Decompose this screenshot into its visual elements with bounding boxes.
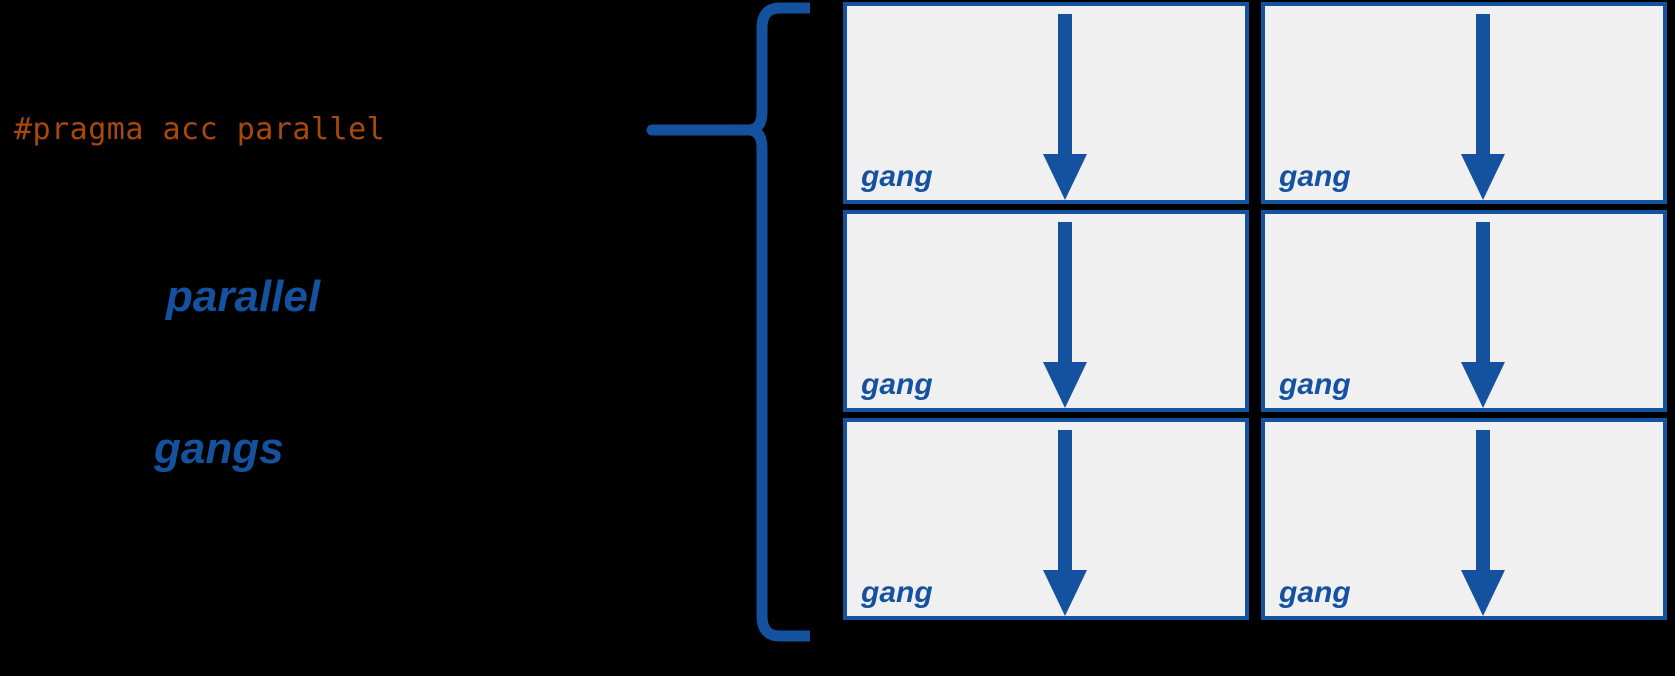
gangs-keyword-label: gangs <box>154 424 284 473</box>
gang-label: gang <box>861 576 933 609</box>
down-arrow-icon <box>1043 430 1087 616</box>
gang-grid: gang gang gang gang gang <box>843 2 1667 620</box>
down-arrow-icon <box>1461 222 1505 408</box>
down-arrow-icon <box>1461 14 1505 200</box>
gang-label: gang <box>861 368 933 401</box>
parallel-keyword-label: parallel <box>166 272 321 321</box>
gang-box: gang <box>1261 418 1667 620</box>
gang-box: gang <box>843 418 1249 620</box>
gang-label: gang <box>861 160 933 193</box>
gang-label: gang <box>1279 576 1351 609</box>
down-arrow-icon <box>1461 430 1505 616</box>
pragma-code-text: #pragma acc parallel <box>14 112 386 147</box>
gang-box: gang <box>1261 2 1667 204</box>
gang-label: gang <box>1279 368 1351 401</box>
gang-label: gang <box>1279 160 1351 193</box>
gang-box: gang <box>843 2 1249 204</box>
gang-box: gang <box>1261 210 1667 412</box>
down-arrow-icon <box>1043 222 1087 408</box>
down-arrow-icon <box>1043 14 1087 200</box>
gang-box: gang <box>843 210 1249 412</box>
left-curly-brace-icon <box>646 2 810 642</box>
